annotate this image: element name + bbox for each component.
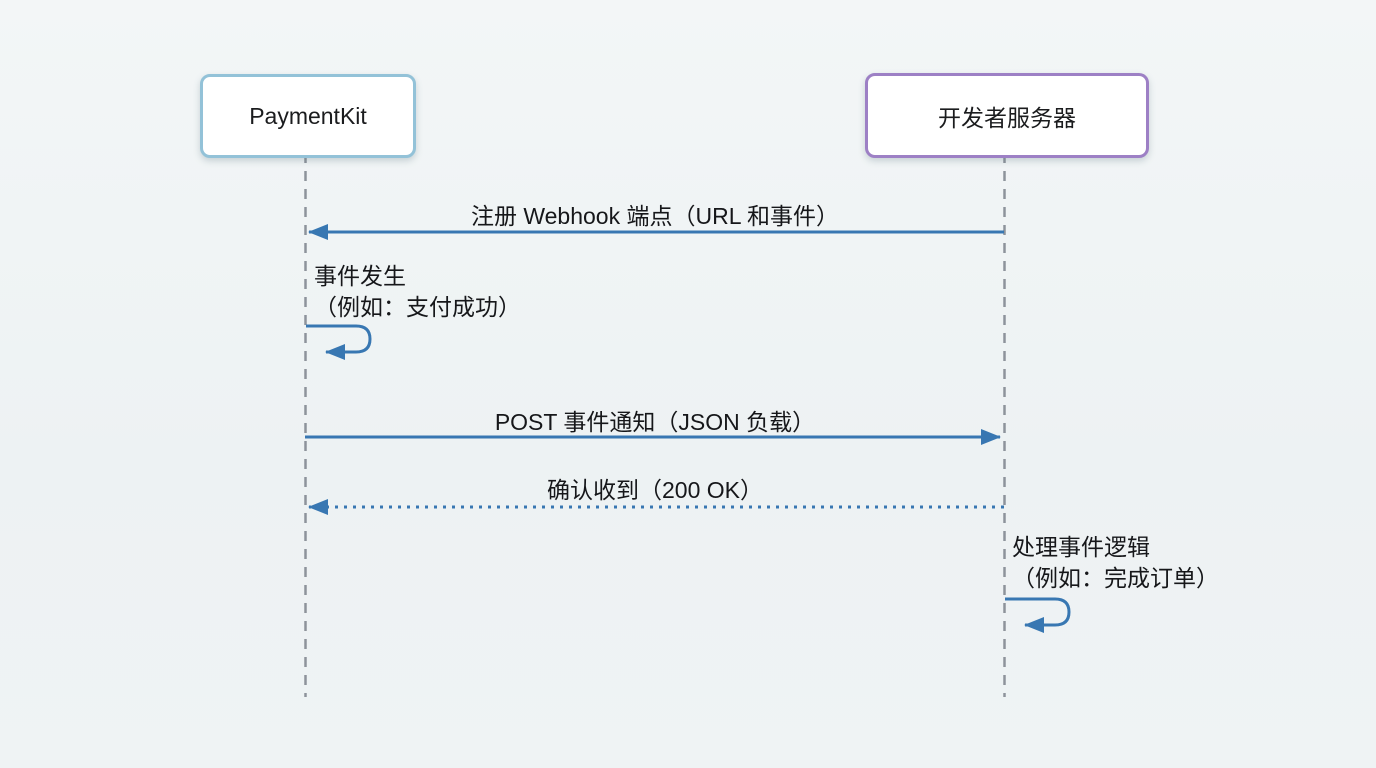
message-label-ack-200: 确认收到（200 OK） <box>547 477 763 503</box>
message-label-post-notification: POST 事件通知（JSON 负载） <box>494 409 816 435</box>
actor-developer-server-label: 开发者服务器 <box>938 104 1076 131</box>
message-label-event-occurred-line2: （例如：支付成功） <box>314 294 521 320</box>
actor-paymentkit-label: PaymentKit <box>249 102 367 129</box>
self-arrow-event-occurred <box>306 324 372 360</box>
actor-developer-server: 开发者服务器 <box>865 73 1149 158</box>
message-label-process-event-line1: 处理事件逻辑 <box>1012 534 1150 560</box>
message-label-register-webhook: 注册 Webhook 端点（URL 和事件） <box>470 203 840 229</box>
message-label-event-occurred: 事件发生 （例如：支付成功） <box>314 261 521 323</box>
actor-paymentkit: PaymentKit <box>200 74 416 158</box>
message-label-process-event-line2: （例如：完成订单） <box>1012 565 1219 591</box>
self-arrow-process-event <box>1005 597 1071 633</box>
message-label-event-occurred-line1: 事件发生 <box>314 263 406 289</box>
message-label-process-event: 处理事件逻辑 （例如：完成订单） <box>1012 532 1219 594</box>
